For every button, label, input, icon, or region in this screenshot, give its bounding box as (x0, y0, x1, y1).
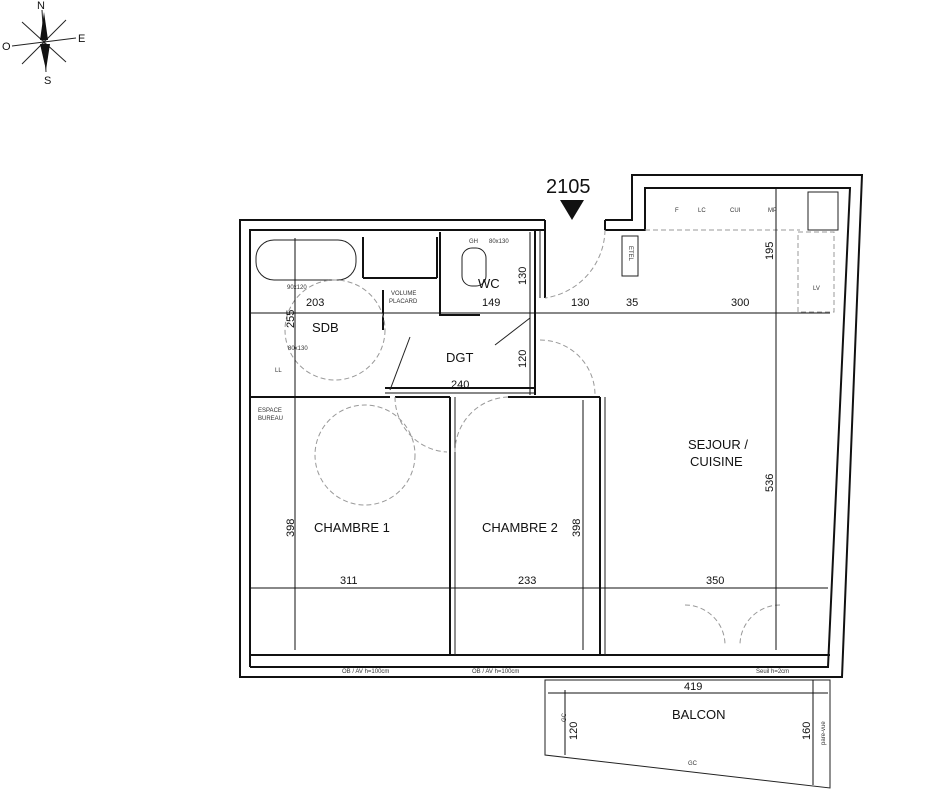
dim-wc-w: 149 (482, 297, 500, 309)
interior-walls (250, 191, 839, 655)
dim-dgt-w: 240 (451, 379, 469, 391)
dim-kitchen-w: 300 (731, 297, 749, 309)
dim-balcon-h-right: 160 (801, 722, 813, 740)
compass-rose-icon: N E S O (2, 0, 85, 87)
label-ll: LL (275, 368, 282, 374)
placard-label-2: PLACARD (389, 299, 418, 305)
label-f: F (675, 208, 679, 214)
dim-sejour-w: 350 (706, 575, 724, 587)
room-sejour-2: CUISINE (690, 454, 743, 469)
dim-ch2-h: 398 (571, 519, 583, 537)
label-wc-size: 80x130 (489, 239, 509, 245)
dim-ch1-h: 398 (285, 519, 297, 537)
room-sejour-1: SEJOUR / (688, 437, 748, 452)
label-shower1: 90x120 (287, 285, 307, 291)
entry-arrow-icon (560, 200, 584, 220)
label-seuil: Seuil h=2cm (756, 669, 789, 675)
label-lv: LV (813, 286, 820, 292)
dim-ch1-w: 311 (340, 575, 358, 587)
room-wc: WC (478, 276, 500, 291)
bureau-label-1: ESPACE (258, 408, 282, 414)
label-shower2: 80x130 (288, 346, 308, 352)
compass-north: N (37, 0, 45, 12)
label-wc-tag: GH (469, 239, 478, 245)
dim-balcon-h-left: 120 (568, 722, 580, 740)
outer-walls (239, 174, 864, 678)
placard-label-1: VOLUME (391, 291, 416, 297)
dim-entry-w: 130 (571, 297, 589, 309)
label-window-1: OB / AV h=100cm (342, 669, 389, 675)
label-window-2: OB / AV h=100cm (472, 669, 519, 675)
balcony-outline (544, 679, 831, 789)
room-chambre-1: CHAMBRE 1 (314, 520, 390, 535)
dim-sejour-h: 536 (764, 474, 776, 492)
dim-sdb-h: 255 (285, 310, 297, 328)
door-swings (284, 229, 781, 646)
label-etel: ETEL (627, 246, 633, 262)
compass-south: S (44, 75, 51, 87)
unit-number: 2105 (546, 176, 591, 198)
dim-wc-h: 130 (517, 267, 529, 285)
room-sdb: SDB (312, 320, 339, 335)
bureau-label-2: BUREAU (258, 416, 283, 422)
label-gc-left: GC (562, 712, 568, 722)
dim-dgt-h: 120 (517, 350, 529, 368)
dim-sdb-w: 203 (306, 297, 324, 309)
label-mp: MP (768, 208, 777, 214)
compass-east: E (78, 33, 85, 45)
room-chambre-2: CHAMBRE 2 (482, 520, 558, 535)
compass-west: O (2, 41, 11, 53)
label-lc: LC (698, 208, 706, 214)
room-dgt: DGT (446, 350, 474, 365)
dim-ch2-w: 233 (518, 575, 536, 587)
room-balcon: BALCON (672, 707, 725, 722)
label-gc-bottom: GC (688, 761, 698, 767)
dim-balcon-w: 419 (684, 681, 702, 693)
label-pare-vue: pare-vue (821, 721, 827, 745)
dim-gap: 35 (626, 297, 638, 309)
label-cui: CUI (730, 208, 741, 214)
dim-kitchen-h: 195 (764, 242, 776, 260)
dimension-lines (250, 188, 830, 785)
